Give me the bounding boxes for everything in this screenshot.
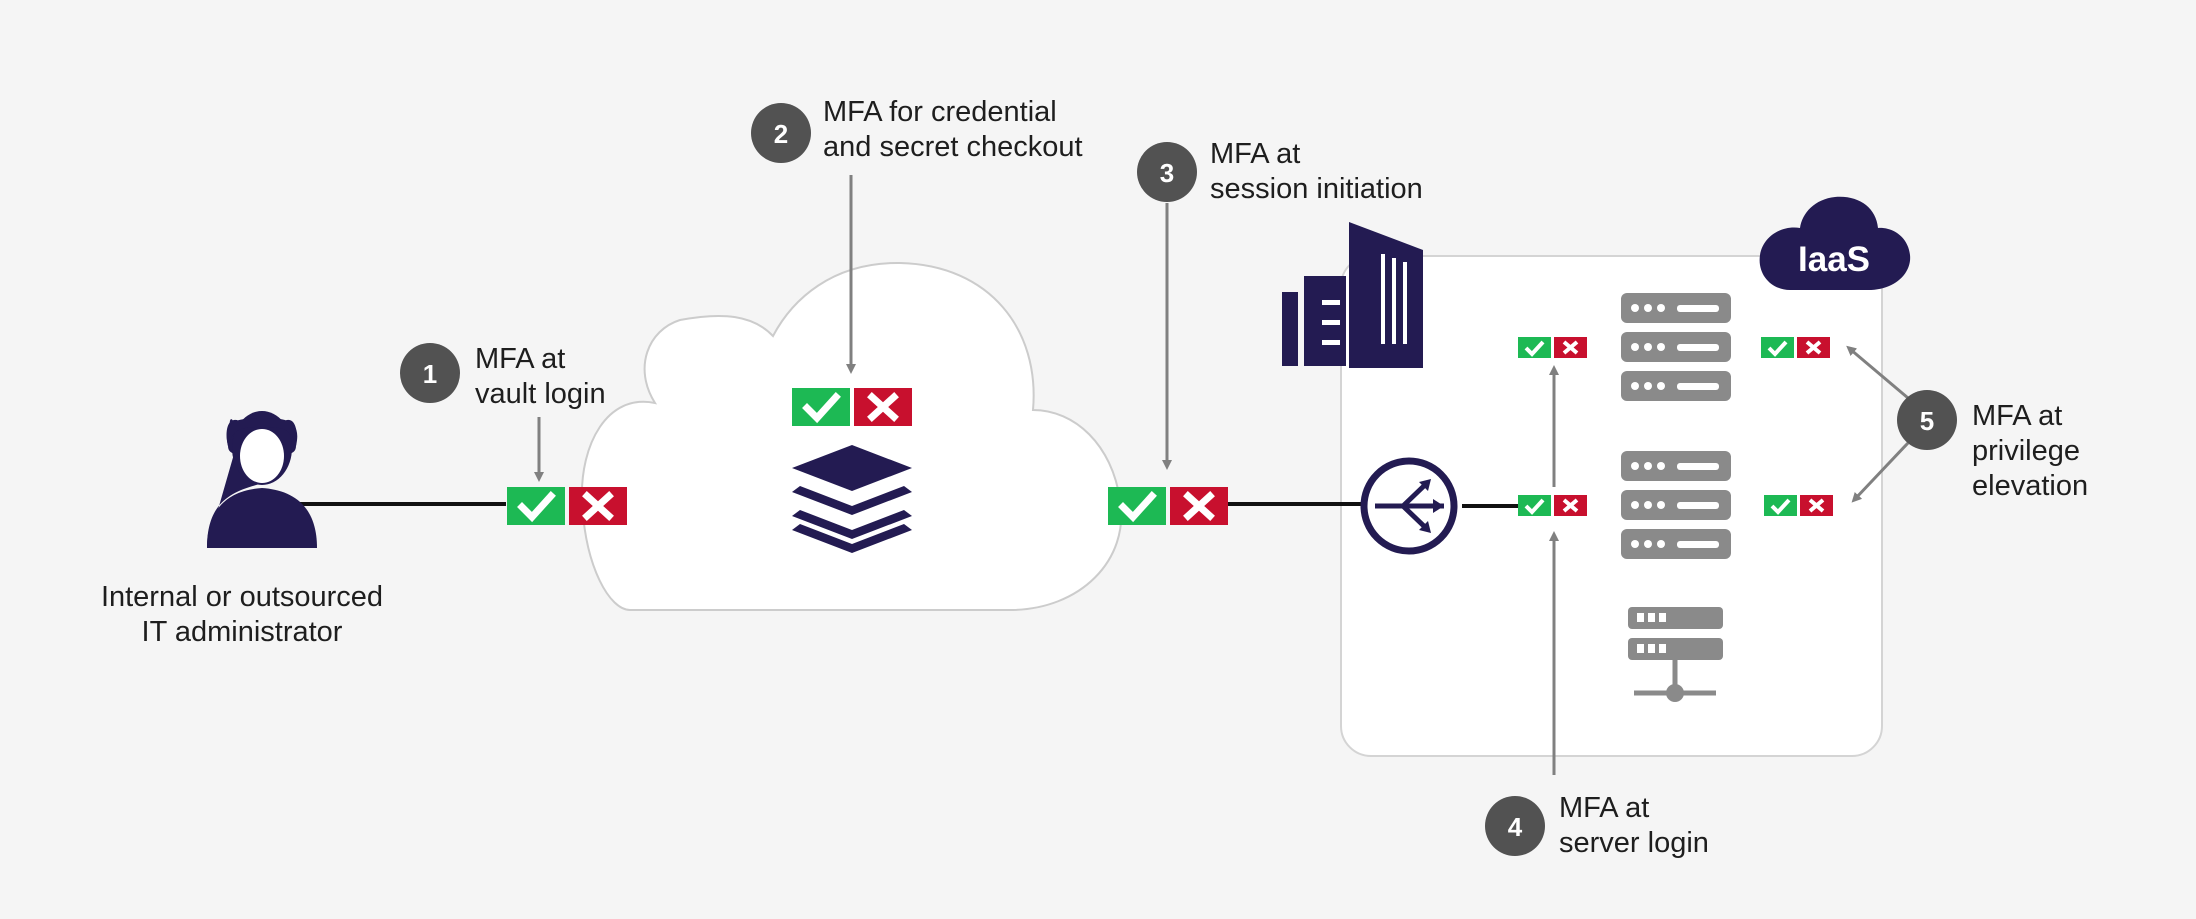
step-circle-4: 4 bbox=[1485, 796, 1545, 856]
step-5-label: MFA at privilege elevation bbox=[1972, 399, 2088, 504]
building-icon bbox=[1282, 222, 1423, 368]
mfa-approve-deny-badge bbox=[1108, 487, 1228, 525]
step-circle-3: 3 bbox=[1137, 142, 1197, 202]
mfa-approve-deny-badge bbox=[507, 487, 627, 525]
svg-text:2: 2 bbox=[774, 119, 788, 149]
step-2-line1: MFA for credential bbox=[823, 96, 1057, 128]
admin-label-line1: Internal or outsourced bbox=[100, 581, 384, 613]
step-3-label: MFA at session initiation bbox=[1210, 137, 1423, 207]
step-2-label: MFA for credential and secret checkout bbox=[823, 95, 1083, 165]
step-4-line2: server login bbox=[1559, 827, 1709, 859]
iaas-cloud-badge bbox=[1759, 196, 1911, 290]
iaas-label: IaaS bbox=[1798, 240, 1870, 279]
step-circle-1: 1 bbox=[400, 343, 460, 403]
admin-label: Internal or outsourced IT administrator bbox=[72, 580, 412, 650]
server-rack-icon bbox=[1621, 293, 1731, 401]
stacked-layers-icon bbox=[792, 445, 912, 553]
step-5-line3: elevation bbox=[1972, 470, 2089, 502]
svg-text:3: 3 bbox=[1160, 158, 1174, 188]
network-gateway-icon bbox=[1360, 457, 1458, 555]
step-1-label: MFA at vault login bbox=[475, 342, 606, 412]
step-4-line1: MFA at bbox=[1559, 792, 1650, 824]
step-circle-5: 5 bbox=[1897, 390, 1957, 450]
networked-server-icon bbox=[1628, 607, 1723, 702]
person-icon bbox=[207, 411, 317, 548]
step-5-line1: MFA at bbox=[1972, 400, 2063, 432]
svg-text:5: 5 bbox=[1920, 406, 1934, 436]
step-2-line2: and secret checkout bbox=[823, 131, 1083, 163]
step-3-line1: MFA at bbox=[1210, 138, 1301, 170]
step-4-label: MFA at server login bbox=[1559, 791, 1709, 861]
connector-arrows bbox=[534, 175, 1910, 775]
step-1-line1: MFA at bbox=[475, 343, 566, 375]
step-5-line2: privilege bbox=[1972, 435, 2080, 467]
step-3-line2: session initiation bbox=[1210, 173, 1423, 205]
server-rack-icon bbox=[1621, 451, 1731, 559]
step-1-line2: vault login bbox=[475, 378, 606, 410]
step-circle-2: 2 bbox=[751, 103, 811, 163]
cloud-icon bbox=[580, 261, 1123, 611]
svg-text:1: 1 bbox=[423, 359, 437, 389]
admin-label-line2: IT administrator bbox=[141, 616, 343, 648]
svg-text:4: 4 bbox=[1508, 812, 1523, 842]
